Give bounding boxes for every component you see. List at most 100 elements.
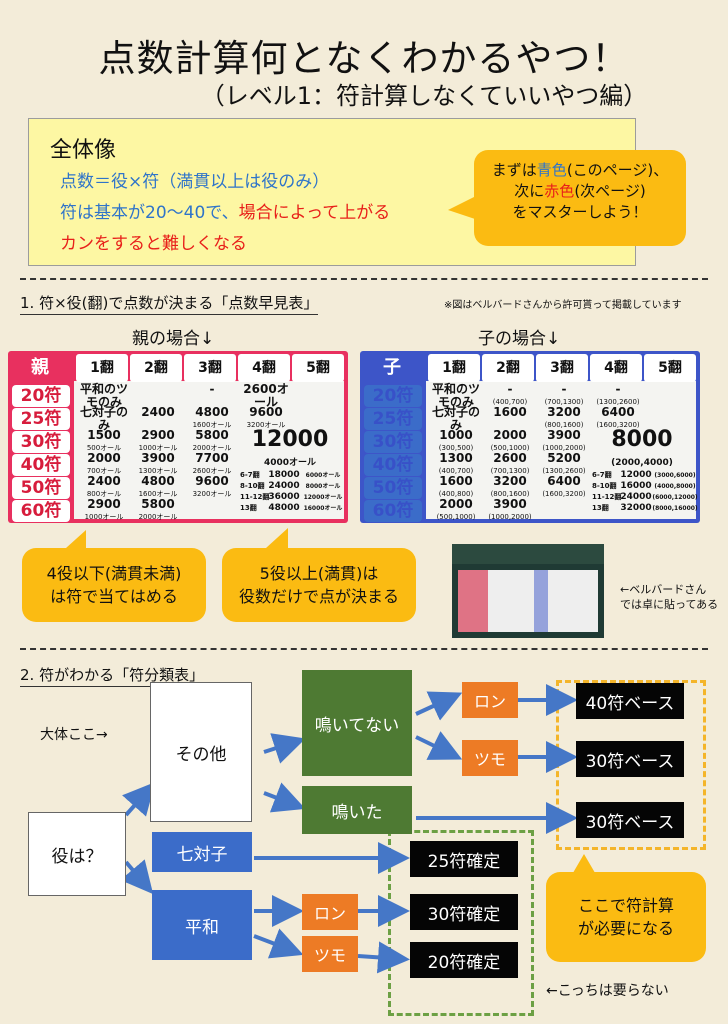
ladder-label: 11-12翻	[240, 493, 270, 501]
table-col-header: 4翻	[590, 354, 642, 382]
table-row-header: 25符	[364, 408, 422, 430]
overview-line-2: 符は基本が20～40で、場合によって上がる	[60, 198, 390, 223]
callout-top-line-1: まずは青色(このページ)、	[474, 160, 686, 181]
table-cell: 5200(1300,2600)	[542, 451, 586, 476]
sonota-box: その他	[150, 682, 252, 822]
callout-left-line-2: は符で当てはめる	[50, 587, 178, 606]
naitenai-box: 鳴いてない	[302, 670, 412, 776]
photo-note-line-1: ←ベルバードさん	[620, 583, 707, 596]
callout-mid-line-1: 5役以上(満貫)は	[259, 564, 379, 583]
daitai-label: 大体ここ→	[40, 727, 108, 743]
overview-line-3: カンをすると難しくなる	[60, 234, 247, 254]
tsumo-box-1: ツモ	[462, 740, 518, 776]
flow-arrows	[120, 684, 578, 974]
overview-line-2b: 場合によって上がる	[238, 203, 391, 223]
table-cell: 2000(500,1000)	[436, 497, 476, 522]
table-corner: 親	[31, 357, 49, 378]
ladder-extra: (4000,8000)	[654, 483, 696, 490]
ladder-value: 12000	[620, 470, 652, 480]
page-title: 点数計算何となくわかるやつ！	[98, 37, 630, 80]
parent-caption: 親の場合↓	[132, 329, 215, 349]
naita-box: 鳴いた	[302, 786, 412, 834]
mangan-value: 8000	[611, 427, 673, 452]
fu30-base-box-1: 30符ベース	[576, 741, 684, 777]
child-table-body	[426, 381, 696, 519]
section1-title: 1. 符×役(翻)で点数が決まる「点数早見表」	[20, 292, 319, 315]
callout-mid-line-2: 役数だけで点が決まる	[238, 587, 399, 606]
fu25-box: 25符確定	[410, 841, 518, 877]
ladder-extra: 16000オール	[303, 505, 343, 512]
ladder-label: 13翻	[240, 504, 257, 512]
callout-blue-text: 青色	[536, 161, 567, 179]
table-cell: 6400(1600,3200)	[596, 405, 640, 430]
callout-red-text: 赤色	[544, 182, 575, 200]
callout-bottom-line-1: ここで符計算	[577, 896, 674, 915]
table-cell: 3200(800,1600)	[490, 474, 530, 499]
table-row-header: 25符	[12, 408, 70, 430]
table-cell: 七対子のみ	[79, 405, 128, 432]
callout-left-line-1: 4役以下(満貫未満)	[46, 564, 182, 583]
yaku-box: 役は？	[28, 812, 126, 896]
table-cell: 1300(400,700)	[438, 451, 474, 476]
table-corner: 子	[383, 357, 401, 378]
fu40-box: 40符ベース	[576, 683, 684, 719]
page-subtitle: （レベル1：符計算しなくていいやつ編）	[200, 82, 648, 110]
table-row-header: 20符	[364, 385, 422, 407]
table-cell: 2400	[141, 405, 175, 419]
table-cell: 6400(1600,3200)	[542, 474, 586, 499]
table-row-header: 20符	[12, 385, 70, 407]
table-col-header: 1翻	[428, 354, 480, 382]
table-col-header: 2翻	[130, 354, 182, 382]
table-cell: -(1300,2600)	[596, 382, 640, 407]
table-cell: 3900(1000,2000)	[488, 497, 532, 522]
pinfu-box: 平和	[152, 890, 252, 960]
table-cell: -(700,1300)	[544, 382, 584, 407]
table-col-header: 4翻	[238, 354, 290, 382]
table-row-header: 50符	[12, 477, 70, 499]
section2-title: 2. 符がわかる「符分類表」	[20, 664, 205, 687]
table-cell: 1600	[493, 405, 527, 419]
photo-note: ←ベルバードさん では卓に貼ってある	[620, 582, 718, 612]
photo-sheet-red	[458, 570, 488, 632]
table-col-header: 2翻	[482, 354, 534, 382]
ladder-value: 48000	[268, 503, 300, 513]
table-cell: 七対子のみ	[431, 405, 480, 432]
table-row-header: 40符	[12, 454, 70, 476]
callout-bottom: ここで符計算 が必要になる	[546, 872, 706, 962]
photo-top	[452, 544, 604, 564]
table-cell: 3200(800,1600)	[544, 405, 584, 430]
callout-text: (次ページ)	[574, 182, 646, 200]
table-col-header: 5翻	[292, 354, 344, 382]
fu30-fixed-box: 30符確定	[410, 894, 518, 930]
callout-left-pointer	[66, 530, 86, 548]
table-row-header: 50符	[364, 477, 422, 499]
ladder-value: 32000	[620, 503, 652, 513]
table-cell: 1000(300,500)	[438, 428, 474, 453]
overview-line-1: 点数＝役×符（満貫以上は役のみ）	[60, 172, 330, 192]
ladder-value: 24000	[620, 492, 652, 502]
mangan-sub: 4000オール	[263, 458, 317, 468]
callout-mid-pointer	[266, 528, 288, 548]
table-cell: -(400,700)	[492, 382, 528, 407]
parent-table-body	[74, 381, 344, 519]
divider-1	[20, 278, 708, 280]
table-photo	[452, 544, 604, 638]
table-row-header: 60符	[12, 500, 70, 522]
ladder-label: 8-10翻	[592, 482, 617, 490]
ladder-value: 18000	[268, 470, 300, 480]
table-cell: -	[209, 382, 215, 396]
ladder-extra: (6000,12000)	[652, 494, 698, 501]
table-cell: 2000(500,1000)	[490, 428, 530, 453]
table-col-header: 3翻	[536, 354, 588, 382]
table-cell: 3900(1000,2000)	[542, 428, 586, 453]
photo-note-line-2: では卓に貼ってある	[620, 598, 719, 611]
callout-top: まずは青色(このページ)、 次に赤色(次ページ) をマスターしよう！	[474, 150, 686, 246]
ladder-value: 36000	[268, 492, 300, 502]
callout-bottom-line-2: が必要になる	[577, 919, 674, 938]
child-caption: 子の場合↓	[478, 329, 561, 349]
